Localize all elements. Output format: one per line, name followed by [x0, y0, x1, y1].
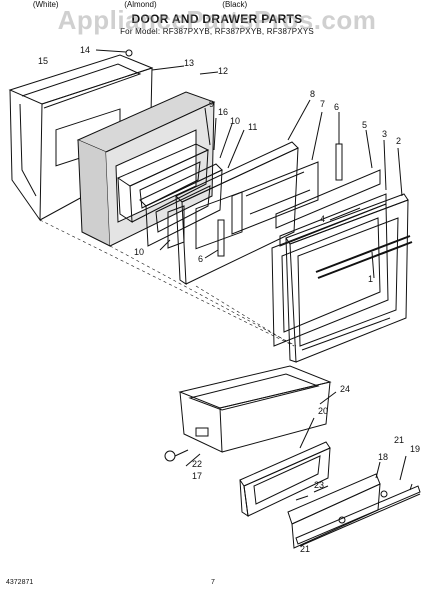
model-numbers: For Model: RF387PXYB, RF387PXYB, RF387PX…: [120, 27, 314, 36]
drawer-body: [178, 365, 332, 453]
callout-20: 20: [318, 406, 328, 416]
inner-door-frame: [175, 141, 299, 285]
hinge-bracket-lower: [204, 219, 225, 259]
leader-5: [365, 129, 373, 169]
callout-6: 6: [334, 102, 339, 112]
leader-2: [397, 147, 403, 197]
drawer-front-panel: [239, 441, 331, 518]
drawer-screws: [295, 485, 329, 501]
small-glass-pane: [159, 205, 185, 251]
leader-9: [204, 107, 211, 146]
callout-15: 15: [38, 56, 48, 66]
callout-5: 5: [362, 120, 367, 130]
drawer-roller: [164, 449, 201, 467]
glass-retainer: [139, 163, 223, 247]
leader-4: [329, 207, 361, 221]
leader-11: [227, 129, 245, 169]
page-number: 7: [211, 579, 215, 586]
callout-9: 9: [209, 99, 214, 109]
callout-2: 2: [396, 136, 401, 146]
leader-20: [299, 417, 315, 449]
callout-13: 13: [184, 58, 194, 68]
callout-8: 8: [310, 89, 315, 99]
callout-6-lower: 6: [198, 254, 203, 264]
color-variant: (Black): [222, 0, 248, 9]
callout-19: 19: [410, 444, 420, 454]
callout-17: 17: [192, 471, 202, 481]
callout-1: 1: [368, 274, 373, 284]
callout-16: 16: [218, 107, 228, 117]
leader-3: [383, 139, 387, 191]
door-frame-4: [271, 203, 389, 347]
callout-7: 7: [320, 99, 325, 109]
callout-21-lower: 21: [300, 544, 310, 554]
callout-10: 10: [230, 116, 240, 126]
callout-14: 14: [80, 45, 90, 55]
glass-panel: [275, 169, 381, 229]
callout-23: 23: [314, 480, 324, 490]
leader-16: [213, 117, 217, 151]
door-screw: [95, 49, 133, 57]
leader-8: [287, 99, 311, 141]
callout-4: 4: [320, 214, 325, 224]
leader-19: [409, 483, 413, 491]
window-glass: [231, 161, 319, 235]
outer-door-assembly: [285, 193, 413, 363]
callout-22: 22: [192, 459, 202, 469]
alignment-lines: [39, 219, 297, 347]
color-variants: (White) (Almond) (Black): [0, 0, 280, 9]
leader-24: [319, 391, 337, 405]
callout-24: 24: [340, 384, 350, 394]
callout-18: 18: [378, 452, 388, 462]
leader-13: [151, 65, 185, 71]
page-title: DOOR AND DRAWER PARTS: [131, 12, 303, 26]
hinge-bracket: [335, 112, 343, 181]
callout-labels: 1 2 3 4 5 6 6 7 8 9 10 10 11 12 13 14 15…: [38, 45, 420, 554]
leader-7: [311, 111, 323, 161]
color-variant: (Almond): [124, 0, 157, 9]
callout-12: 12: [218, 66, 228, 76]
callout-11: 11: [248, 122, 257, 132]
leader-12: [199, 71, 219, 75]
callout-21: 21: [394, 435, 404, 445]
leader-10a: [219, 123, 233, 159]
leader-18: [375, 461, 381, 479]
drawer-trim: [287, 473, 388, 549]
leader-1: [371, 251, 375, 279]
callout-3: 3: [382, 129, 387, 139]
color-variant: (White): [32, 0, 59, 9]
callout-10-lower: 10: [134, 247, 144, 257]
drawer-slide-rail: [295, 485, 421, 547]
leader-21a: [399, 455, 407, 481]
document-id: 4372871: [6, 579, 34, 586]
